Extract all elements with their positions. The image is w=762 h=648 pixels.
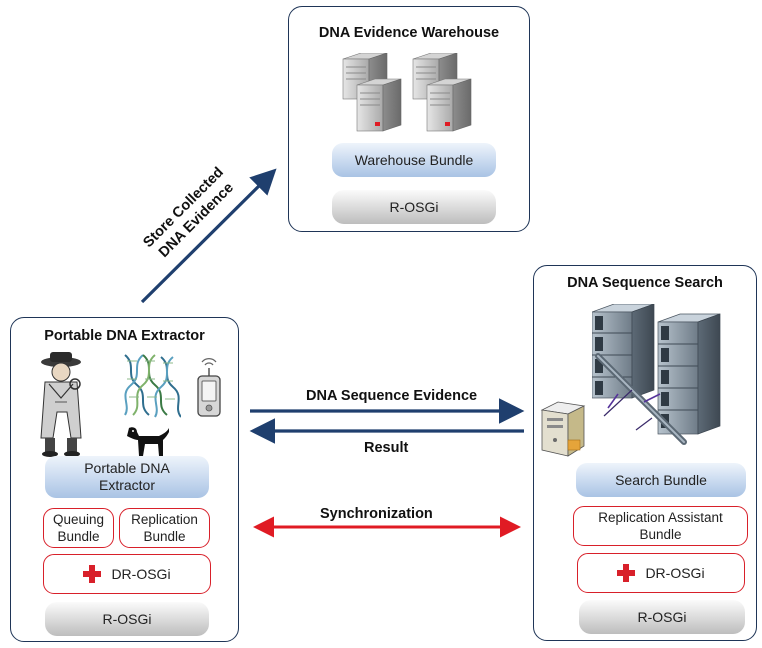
network-bus-icon [595, 353, 687, 445]
store-evidence-arrow [140, 168, 277, 304]
search-panel: DNA Sequence Search [533, 265, 757, 641]
search-bundle: Search Bundle [576, 463, 746, 497]
server-rack-icon [592, 304, 721, 435]
warehouse-bundle: Warehouse Bundle [332, 143, 496, 177]
queuing-bundle: Queuing Bundle [43, 508, 114, 548]
search-r-osgi: R-OSGi [579, 600, 745, 634]
result-label: Result [364, 440, 409, 456]
dna-helix-icon [124, 354, 181, 418]
red-cross-icon [83, 565, 102, 583]
search-title: DNA Sequence Search [567, 275, 723, 291]
extractor-panel: Portable DNA Extractor [10, 317, 239, 642]
red-cross-icon [617, 564, 636, 582]
extractor-dr-osgi: DR-OSGi [43, 554, 211, 594]
replication-assistant-bundle: Replication Assistant Bundle [573, 506, 748, 546]
mobile-device-icon [197, 358, 221, 417]
dog-icon [127, 427, 169, 456]
warehouse-r-osgi: R-OSGi [332, 190, 496, 224]
sync-label: Synchronization [320, 506, 433, 522]
warehouse-title: DNA Evidence Warehouse [318, 25, 500, 41]
extractor-title: Portable DNA Extractor [44, 328, 205, 344]
portable-extractor-bundle: Portable DNA Extractor [45, 456, 209, 498]
search-dr-osgi: DR-OSGi [577, 553, 745, 593]
evidence-label: DNA Sequence Evidence [306, 388, 478, 404]
server-icon [342, 53, 472, 132]
warehouse-panel: DNA Evidence Warehouse [288, 6, 530, 232]
replication-bundle: Replication Bundle [119, 508, 210, 548]
extractor-r-osgi: R-OSGi [45, 602, 209, 636]
search-dr-osgi-label: DR-OSGi [645, 564, 705, 581]
detective-icon [40, 352, 82, 457]
desktop-pc-icon [540, 401, 586, 457]
extractor-dr-osgi-label: DR-OSGi [111, 565, 171, 582]
